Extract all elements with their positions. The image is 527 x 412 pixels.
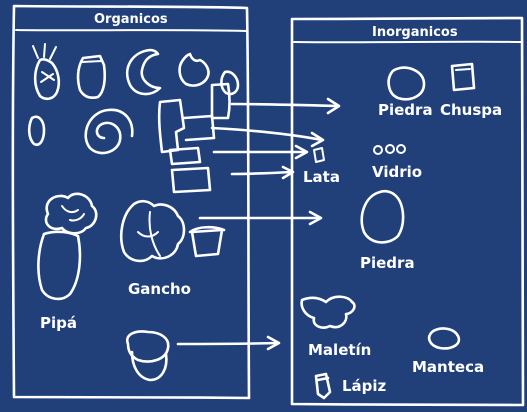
blob-drawing — [220, 70, 240, 96]
inorganic-panel-frame — [290, 16, 525, 407]
label-lapiz: Lápiz — [342, 377, 387, 395]
label-maletin: Maletín — [308, 341, 372, 359]
glass-drawing — [373, 144, 406, 155]
arrow-to-piedra-mid — [198, 210, 323, 226]
fish-drawing — [178, 52, 210, 87]
arrow-to-lata-lower — [230, 165, 295, 180]
inorganic-items — [300, 62, 476, 400]
gancho-drawing — [120, 199, 186, 263]
spiral-drawing — [84, 108, 134, 155]
arrows — [176, 97, 341, 351]
arrow-to-lata-upper — [210, 126, 325, 148]
organic-items — [27, 43, 240, 382]
jar-drawing — [76, 54, 107, 100]
organic-header-divider — [15, 29, 247, 32]
organic-panel-frame — [11, 4, 251, 400]
stone-mid-drawing — [360, 189, 405, 244]
bucket-drawing — [188, 225, 226, 258]
stacked-blocks-drawing — [157, 82, 231, 194]
can-drawing — [313, 147, 325, 163]
label-chuspa: Chuspa — [440, 101, 503, 119]
label-piedra-mid: Piedra — [360, 254, 415, 272]
seed-drawing — [27, 115, 46, 146]
label-piedra-top: Piedra — [378, 101, 433, 119]
organic-panel — [11, 4, 251, 400]
arrow-to-lata — [212, 144, 309, 160]
inorganic-panel — [290, 16, 525, 407]
label-manteca: Manteca — [412, 358, 485, 376]
lapiz-drawing — [314, 372, 332, 400]
arrow-to-piedra-top — [230, 97, 341, 115]
label-lata: Lata — [303, 168, 340, 186]
inorganic-panel-title: Inorganicos — [372, 25, 458, 40]
organic-panel-title: Organicos — [94, 12, 168, 27]
label-gancho: Gancho — [128, 280, 191, 298]
manteca-drawing — [427, 327, 461, 350]
banana-drawing — [125, 48, 162, 96]
pineapple-drawing — [32, 43, 61, 101]
maletin-drawing — [300, 295, 356, 329]
label-pipa: Pipá — [40, 314, 77, 332]
stone-top-drawing — [387, 66, 426, 101]
inorganic-header-divider — [293, 40, 522, 44]
bowl-drawing — [125, 330, 170, 382]
label-vidrio: Vidrio — [372, 163, 423, 181]
arrow-to-maletin — [176, 335, 281, 351]
pipa-drawing — [37, 192, 98, 301]
chuspa-drawing — [450, 62, 476, 92]
